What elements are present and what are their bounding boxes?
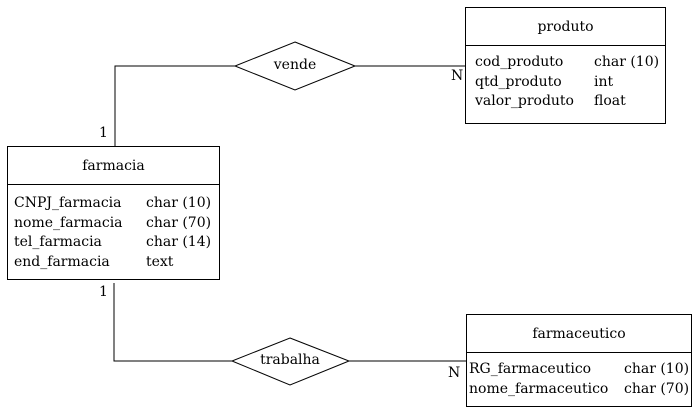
entity-farmaceutico-title: farmaceutico [467,315,691,353]
entity-produto: produto cod_produto char (10) qtd_produt… [465,7,666,124]
attribute-row: CNPJ_farmacia char (10) [14,194,219,214]
connector-farmacia-trabalha [113,283,232,362]
entity-farmaceutico: farmaceutico RG_farmaceutico char (10) n… [466,314,692,407]
attribute-type: char (70) [624,380,690,397]
entity-farmacia: farmacia CNPJ_farmacia char (10) nome_fa… [7,146,220,280]
attribute-type: char (10) [594,54,660,70]
attribute-row: end_farmacia text [14,253,219,273]
attribute-type: float [594,93,626,109]
relationship-vende-label: vende [273,57,317,73]
entity-produto-title: produto [466,8,665,46]
attribute-row: tel_farmacia char (14) [14,233,219,253]
attribute-name: valor_produto [475,93,574,109]
attribute-name: end_farmacia [14,253,110,270]
entity-produto-attributes: cod_produto char (10) qtd_produto int va… [466,46,665,112]
attribute-name: tel_farmacia [14,234,102,250]
attribute-row: cod_produto char (10) [475,53,665,73]
attribute-row: qtd_produto int [475,73,665,93]
attribute-row: nome_farmaceutico char (70) [469,380,691,400]
attribute-row: valor_produto float [475,92,665,112]
attribute-row: RG_farmaceutico char (10) [469,360,691,380]
attribute-type: char (10) [624,361,690,377]
attribute-name: nome_farmaceutico [469,380,609,397]
attribute-row: nome_farmacia char (70) [14,214,219,234]
attribute-type: int [594,73,614,90]
cardinality-vende-produto: N [451,68,464,84]
attribute-name: RG_farmaceutico [469,361,592,377]
attribute-type: char (14) [146,234,212,250]
relationship-trabalha-diamond [230,337,351,386]
connector-farmacia-vende [114,65,235,146]
entity-farmacia-attributes: CNPJ_farmacia char (10) nome_farmacia ch… [8,185,219,272]
cardinality-vende-farmacia: 1 [99,125,108,141]
relationship-vende-diamond [233,41,357,91]
attribute-type: text [146,253,174,270]
cardinality-trabalha-farmacia: 1 [99,284,108,300]
entity-farmaceutico-attributes: RG_farmaceutico char (10) nome_farmaceut… [467,353,691,399]
attribute-name: CNPJ_farmacia [14,195,122,211]
attribute-name: cod_produto [475,54,564,70]
cardinality-trabalha-farmaceutico: N [448,365,461,381]
attribute-type: char (10) [146,195,212,211]
attribute-type: char (70) [146,214,212,231]
entity-farmacia-title: farmacia [8,147,219,185]
relationship-trabalha-label: trabalha [260,352,320,368]
attribute-name: nome_farmacia [14,214,123,231]
attribute-name: qtd_produto [475,73,562,90]
